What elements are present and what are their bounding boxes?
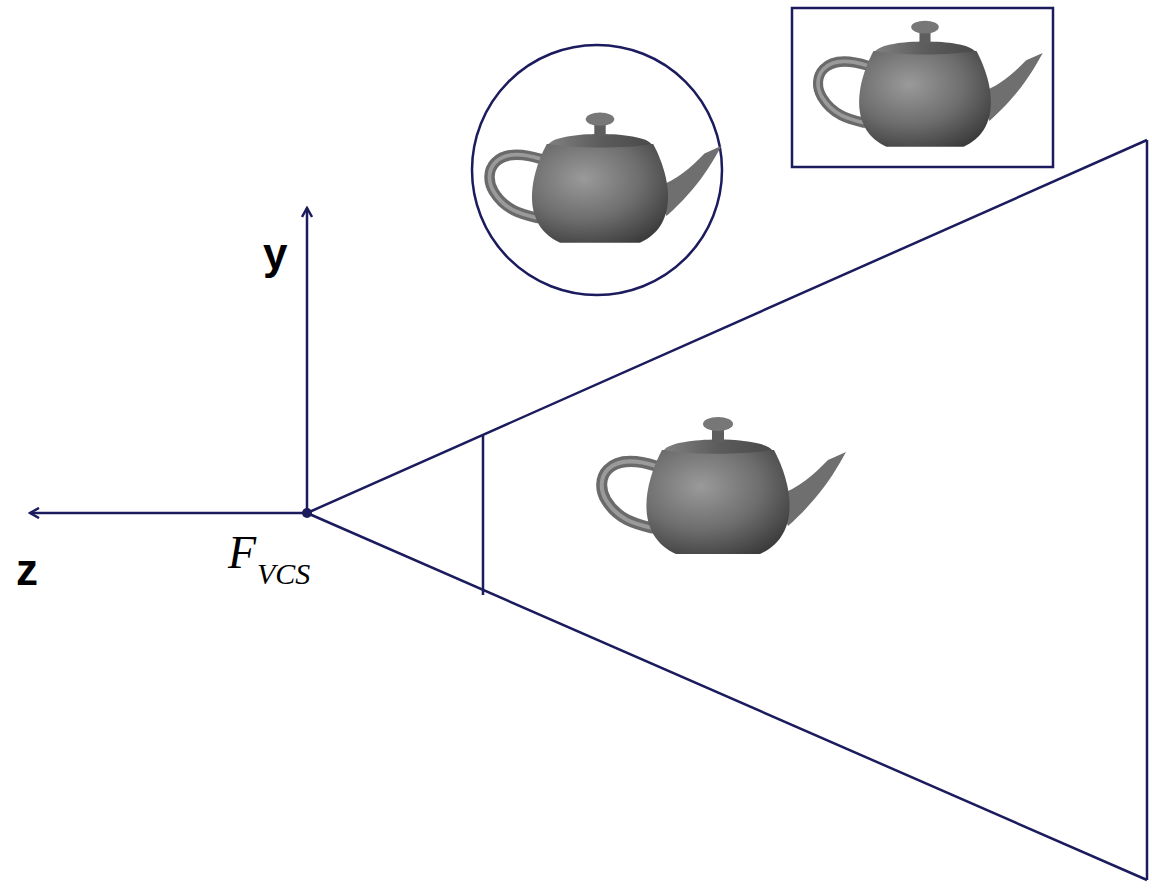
teapot-image (818, 21, 1043, 147)
rect-viewport (792, 8, 1053, 167)
frame-label: F (228, 530, 256, 576)
round-viewport (472, 45, 722, 295)
teapot-image (490, 113, 722, 243)
near-plane (482, 435, 485, 595)
view-frustum (307, 140, 1147, 880)
y-axis (306, 208, 309, 513)
axis-label: y (263, 232, 287, 276)
teapot-object (602, 417, 846, 554)
eye-point (302, 508, 312, 518)
z-axis (30, 512, 307, 515)
axis-label: z (16, 548, 38, 592)
frame-subscript: VCS (257, 559, 310, 589)
